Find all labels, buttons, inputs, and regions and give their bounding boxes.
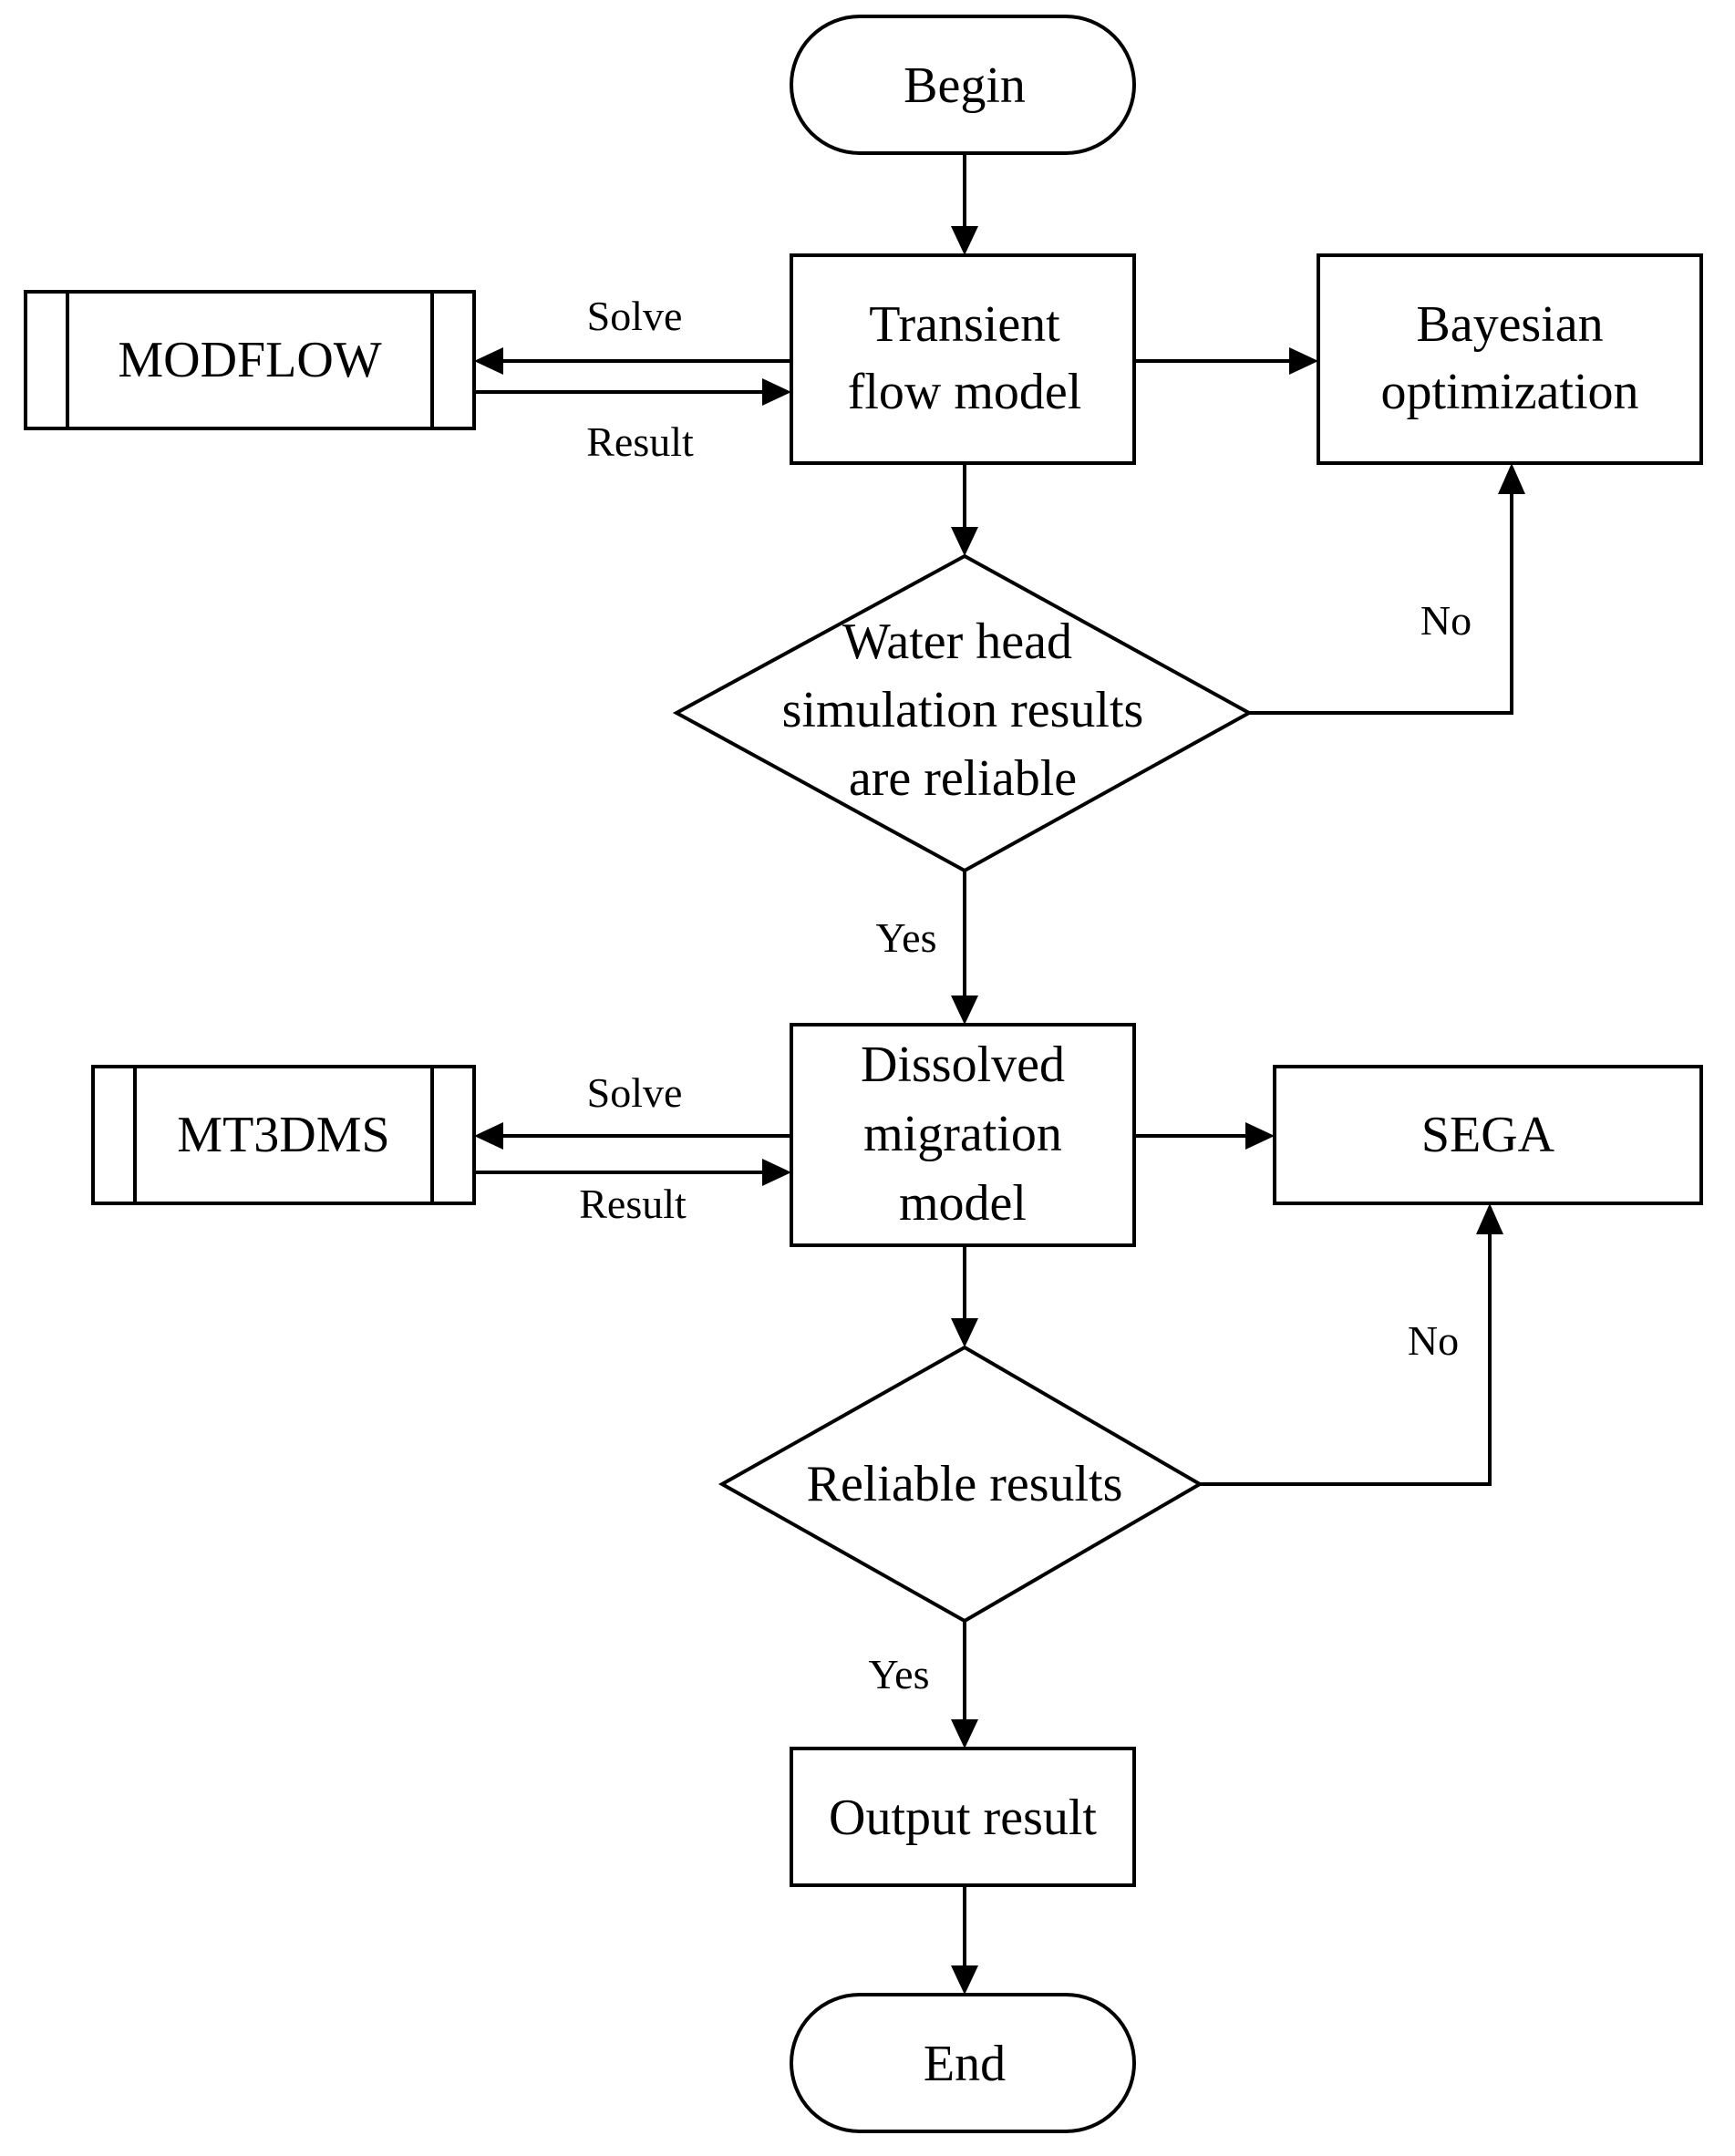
arrow-mt3dms-to-dissolved <box>474 1159 791 1186</box>
modflow-label: MODFLOW <box>118 332 381 388</box>
dissolved-migration-model-label-line-2: migration <box>863 1106 1062 1162</box>
arrow-dissolved-to-mt3dms <box>474 1122 791 1150</box>
yes-label-2: Yes <box>869 1651 930 1697</box>
arrow-begin-to-transient <box>951 153 978 255</box>
sega-process: SEGA <box>1273 1065 1703 1205</box>
end-label: End <box>924 2036 1006 2092</box>
bayesian-optimization-label-line-2: optimization <box>1380 364 1638 420</box>
water-head-decision: Water head simulation results are reliab… <box>672 553 1254 873</box>
reliable-results-decision-label: Reliable results <box>807 1456 1123 1512</box>
reliable-results-decision: Reliable results <box>718 1345 1203 1624</box>
bayesian-optimization-process: Bayesian optimization <box>1317 253 1703 465</box>
dissolved-migration-model-process: Dissolved migration model <box>790 1023 1136 1247</box>
bayesian-optimization-label-line-1: Bayesian <box>1416 296 1603 353</box>
solve-label-2: Solve <box>587 1069 683 1116</box>
arrow-reliable-to-sega <box>1200 1203 1503 1486</box>
sega-label: SEGA <box>1421 1107 1555 1163</box>
arrow-transient-to-waterhead <box>951 463 978 556</box>
arrow-transient-to-bayesian <box>1134 347 1318 375</box>
transient-flow-model-label-line-2: flow model <box>848 364 1082 420</box>
solve-label-1: Solve <box>587 293 683 339</box>
result-label-1: Result <box>586 418 694 465</box>
end-terminal: End <box>790 1993 1136 2133</box>
output-result-label: Output result <box>829 1790 1097 1846</box>
mt3dms-label: MT3DMS <box>177 1107 389 1163</box>
begin-label: Begin <box>904 57 1026 114</box>
mt3dms-predefined-process: MT3DMS <box>91 1065 476 1205</box>
output-result-process: Output result <box>790 1747 1136 1887</box>
arrow-transient-to-modflow <box>474 347 791 375</box>
begin-terminal: Begin <box>790 15 1136 155</box>
edge-labels: Solve Result No Yes Solve Result No Yes <box>579 293 1472 1697</box>
dissolved-migration-model-label-line-1: Dissolved <box>861 1037 1065 1093</box>
yes-label-1: Yes <box>876 914 937 961</box>
water-head-decision-label-line-3: are reliable <box>849 750 1077 807</box>
no-label-1: No <box>1420 597 1472 644</box>
transient-flow-model-process: Transient flow model <box>790 253 1136 465</box>
connectors <box>474 153 1525 1995</box>
arrow-dissolved-to-sega <box>1134 1122 1275 1150</box>
arrow-waterhead-to-dissolved <box>951 871 978 1025</box>
arrow-waterhead-to-bayesian <box>1249 463 1525 715</box>
water-head-decision-label-line-1: Water head <box>842 614 1072 670</box>
arrow-modflow-to-transient <box>474 378 791 406</box>
transient-flow-model-label-line-1: Transient <box>869 296 1060 353</box>
modflow-predefined-process: MODFLOW <box>24 290 476 430</box>
arrow-dissolved-to-reliable <box>951 1245 978 1347</box>
no-label-2: No <box>1408 1317 1459 1364</box>
arrow-reliable-to-output <box>951 1621 978 1749</box>
result-label-2: Result <box>579 1181 687 1227</box>
arrow-output-to-end <box>951 1885 978 1995</box>
dissolved-migration-model-label-line-3: model <box>899 1175 1027 1232</box>
water-head-decision-label-line-2: simulation results <box>782 682 1144 738</box>
